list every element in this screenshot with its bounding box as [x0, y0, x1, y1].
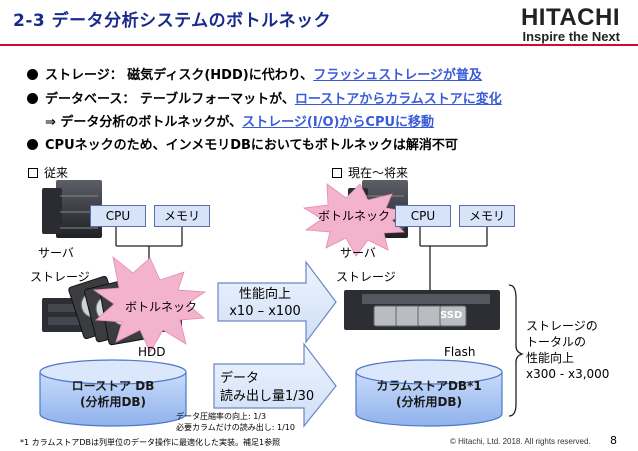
- checkbox-square-icon: [332, 168, 342, 178]
- bullet-highlight: ローストアからカラムストアに変化: [294, 92, 502, 107]
- storage-brace: [508, 284, 525, 417]
- bullet-dot-icon: [27, 139, 38, 150]
- note-compress: データ圧縮率の向上: 1/3: [176, 412, 267, 421]
- right-db-cylinder: [355, 359, 503, 427]
- perf-line1: 性能向上: [238, 287, 291, 302]
- page-number: 8: [610, 434, 617, 447]
- company-logo: HITACHI Inspire the Next: [521, 6, 620, 44]
- left-server-label: サーバ: [38, 246, 74, 260]
- bullet-storage: ストレージ： 磁気ディスク(HDD)に代わり、フラッシュストレージが普及: [27, 64, 482, 83]
- left-db-cylinder: [39, 359, 187, 427]
- hdd-label: HDD: [138, 345, 166, 359]
- checkbox-square-icon: [28, 168, 38, 178]
- storage-total-line1: ストレージの: [526, 319, 598, 333]
- right-bottleneck-burst: [302, 183, 412, 257]
- right-memory-box: メモリ: [459, 205, 515, 227]
- bullet-label: ストレージ： 磁気ディスク(HDD)に代わり、: [45, 68, 314, 83]
- storage-total-note: ストレージの トータルの 性能向上 x300 - x3,000: [526, 318, 609, 382]
- left-db-line2: (分析用DB): [79, 395, 147, 409]
- left-db-text: ローストア DB (分析用DB): [40, 378, 186, 410]
- bullet-bottleneck-shift: ⇒ データ分析のボトルネックが、ストレージ(I/O)からCPUに移動: [45, 111, 434, 130]
- left-storage-label: ストレージ: [30, 270, 90, 284]
- bullet-label: データベース： テーブルフォーマットが、: [45, 92, 295, 107]
- right-db-text: カラムストアDB*1 (分析用DB): [356, 378, 502, 410]
- right-links: [419, 226, 488, 292]
- right-db-line1: カラムストアDB*1: [376, 379, 482, 393]
- right-storage-icon: [344, 290, 500, 330]
- left-bottleneck-burst: [92, 256, 207, 353]
- performance-arrow: [217, 260, 337, 344]
- bullet-dot-icon: [27, 93, 38, 104]
- ssd-label: SSD: [440, 310, 463, 321]
- bullet-label: CPUネックのため、インメモリDBにおいてもボトルネックは解消不可: [45, 138, 458, 153]
- right-cpu-box: CPU: [395, 205, 451, 227]
- bullet-cpu-neck: CPUネックのため、インメモリDBにおいてもボトルネックは解消不可: [27, 134, 458, 153]
- bullet-highlight: フラッシュストレージが普及: [313, 68, 482, 83]
- copyright: © Hitachi, Ltd. 2018. All rights reserve…: [450, 437, 591, 446]
- left-bottleneck-label: ボトルネック: [125, 300, 198, 314]
- left-memory-box: メモリ: [154, 205, 210, 227]
- right-bottleneck-label: ボトルネック: [318, 209, 391, 223]
- section-future-label: 現在～将来: [348, 166, 409, 180]
- section-future: 現在～将来: [332, 164, 408, 181]
- reduction-notes: データ圧縮率の向上: 1/3 必要カラムだけの読み出し: 1/10: [176, 411, 295, 433]
- data-line2: 読み出し量1/30: [220, 389, 315, 404]
- bullet-label: ⇒ データ分析のボトルネックが、: [45, 115, 243, 130]
- note-columns: 必要カラムだけの読み出し: 1/10: [176, 423, 295, 432]
- bullet-dot-icon: [27, 69, 38, 80]
- left-db-line1: ローストア DB: [71, 379, 155, 393]
- storage-total-line2: トータルの: [526, 335, 587, 349]
- data-line1: データ: [220, 371, 260, 386]
- section-past: 従来: [28, 164, 68, 181]
- section-past-label: 従来: [44, 166, 69, 180]
- data-read-arrow-text: データ 読み出し量1/30: [220, 370, 314, 406]
- title-rule: [0, 44, 638, 46]
- logo-word: HITACHI: [520, 4, 620, 31]
- storage-total-line3: 性能向上: [526, 351, 575, 365]
- storage-total-line4: x300 - x3,000: [526, 367, 610, 381]
- right-db-line2: (分析用DB): [395, 395, 463, 409]
- data-read-arrow: [213, 342, 337, 428]
- perf-line2: x10 – x100: [229, 304, 301, 319]
- bullet-database: データベース： テーブルフォーマットが、ローストアからカラムストアに変化: [27, 88, 502, 107]
- flash-label: Flash: [444, 345, 476, 359]
- page-title: 2-3 データ分析システムのボトルネック: [13, 11, 332, 31]
- right-storage-label: ストレージ: [336, 270, 396, 284]
- right-server-label: サーバ: [340, 246, 376, 260]
- logo-tagline: Inspire the Next: [522, 29, 620, 44]
- left-cpu-box: CPU: [90, 205, 146, 227]
- performance-arrow-text: 性能向上 x10 – x100: [222, 286, 308, 320]
- footnote: *1 カラムストアDBは列単位のデータ操作に最適化した実装。補足1参照: [20, 438, 281, 447]
- bullet-highlight: ストレージ(I/O)からCPUに移動: [242, 115, 435, 130]
